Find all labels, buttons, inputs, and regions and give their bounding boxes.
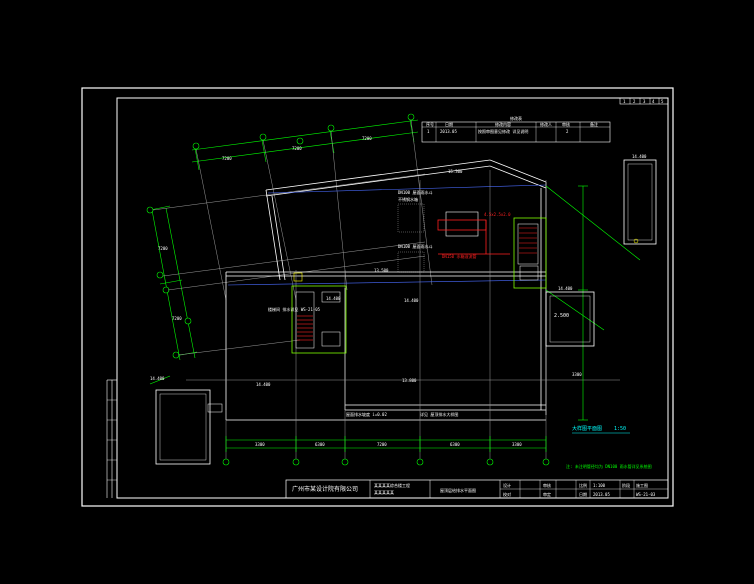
top-dim-1: 7200 bbox=[222, 156, 232, 161]
stair-core-left bbox=[291, 272, 347, 354]
revision-header-6: 备注 bbox=[590, 121, 598, 127]
stage-value: 施工图 bbox=[636, 482, 648, 488]
bottom-dim-4: 6300 bbox=[450, 442, 460, 447]
detail-room-elev: 2.500 bbox=[554, 313, 569, 319]
detail-room: 2.500 14.400 bbox=[545, 286, 595, 347]
company-name: 广州市某设计院有限公司 bbox=[292, 485, 358, 493]
tank-label-1: 不锈钢水箱 bbox=[398, 196, 418, 202]
drawing-title: 屋顶层给排水平面图 bbox=[440, 487, 476, 493]
revision-header-3: 修改内容 bbox=[495, 121, 511, 127]
roof-blue-line bbox=[267, 184, 547, 194]
detail-room-top-elev: 14.400 bbox=[558, 286, 573, 291]
left-dim-texts: 7200 7200 bbox=[158, 246, 182, 321]
elevation-marks: 15.300 14.400 13.800 13.500 14.400 14.40… bbox=[256, 169, 463, 387]
revision-cell-review: 2 bbox=[566, 129, 569, 134]
detail-title: 大样图平面图 1:50 注: 未注明管径均为 DN100 雨水管详见系统图 bbox=[566, 425, 652, 469]
elev-7: 14.400 bbox=[256, 382, 271, 387]
revision-header-2: 日期 bbox=[445, 121, 453, 127]
left-annex: 14.400 bbox=[149, 375, 223, 465]
inner-frame bbox=[116, 97, 669, 499]
detail-tall-box: 14.400 bbox=[623, 154, 657, 245]
pipe-label: DN150 水箱溢流管 bbox=[442, 253, 476, 259]
detail-title-text: 大样图平面图 bbox=[572, 425, 602, 432]
project-name: 某某某某综合楼工程 bbox=[374, 482, 410, 488]
annotation-block-1: DN100 屋面雨水斗 不锈钢水箱 bbox=[397, 189, 432, 233]
elev-3: 13.800 bbox=[402, 378, 417, 383]
sheet-index-4: 4 bbox=[652, 99, 655, 104]
bottom-dim-texts: 3300 6300 7200 6300 3300 bbox=[255, 442, 522, 447]
bottom-note-1: 屋面排水坡度 i=0.02 bbox=[346, 411, 387, 417]
right-dimension-chain bbox=[545, 185, 641, 421]
revision-table: 修改表 序号 日期 修改内容 修改人 审核 备注 1 2013.05 按照审图意… bbox=[421, 115, 611, 143]
field-check: 校对 bbox=[503, 491, 511, 497]
grid-bubbles-left bbox=[146, 206, 192, 359]
bottom-note-2: 详见 屋顶排水大样图 bbox=[420, 411, 458, 417]
roof-parapet-top bbox=[265, 159, 547, 281]
revision-cell-no: 1 bbox=[427, 129, 430, 134]
revision-cell-content: 按照审图意见修改 详见说明 bbox=[478, 128, 528, 134]
top-dimension-chain bbox=[191, 119, 419, 171]
drawing-number: WS-21-03 bbox=[636, 492, 656, 497]
field-date-label: 日期 bbox=[579, 491, 587, 497]
top-dim-2: 7200 bbox=[292, 146, 302, 151]
tank-dim-text: 4.5x2.5x2.0 bbox=[484, 212, 511, 217]
revision-header-5: 审核 bbox=[562, 121, 570, 127]
elev-2: 14.400 bbox=[404, 298, 419, 303]
sheet-index: 1 2 3 4 5 bbox=[619, 97, 669, 105]
grid-bubbles-top bbox=[192, 113, 415, 150]
date-value: 2013.05 bbox=[593, 492, 610, 497]
field-review: 审核 bbox=[543, 482, 551, 488]
skewed-grid-lines bbox=[152, 119, 433, 356]
grid-bubbles-bottom bbox=[222, 458, 550, 466]
sheet-index-1: 1 bbox=[623, 99, 626, 104]
field-approve: 审定 bbox=[543, 491, 551, 497]
bottom-dim-2: 6300 bbox=[315, 442, 325, 447]
top-dim-3: 7200 bbox=[362, 136, 372, 141]
project-sub: 某某某某某 bbox=[374, 489, 394, 495]
detail-note-text: 注: 未注明管径均为 DN100 雨水管详见系统图 bbox=[566, 463, 652, 469]
field-design: 设计 bbox=[503, 482, 511, 488]
stair-note: 楼梯间 排水详见 WS-21-05 bbox=[268, 306, 321, 312]
stair-core-right bbox=[513, 217, 547, 289]
revision-cell-date: 2013.05 bbox=[440, 129, 457, 134]
field-stage: 阶段 bbox=[622, 482, 630, 488]
right-dim-text: 3300 bbox=[572, 372, 582, 377]
revision-header-1: 序号 bbox=[426, 121, 434, 127]
revision-table-title: 修改表 bbox=[510, 115, 522, 121]
detail-tall-elev: 14.400 bbox=[632, 154, 647, 159]
elev-5: 14.400 bbox=[326, 296, 341, 301]
annex-elev: 14.400 bbox=[150, 376, 165, 381]
field-scale-label: 比例 bbox=[579, 482, 587, 488]
water-tank: 4.5x2.5x2.0 DN150 水箱溢流管 bbox=[437, 211, 511, 259]
bottom-dimension-chain bbox=[225, 436, 547, 452]
scale-value: 1:100 bbox=[593, 483, 606, 488]
title-block: 广州市某设计院有限公司 某某某某综合楼工程 某某某某某 屋顶层给排水平面图 设计… bbox=[285, 479, 669, 499]
bottom-dim-3: 7200 bbox=[377, 442, 387, 447]
elev-1: 15.300 bbox=[448, 169, 463, 174]
revision-header-4: 修改人 bbox=[540, 121, 552, 127]
elev-4: 13.500 bbox=[374, 268, 389, 273]
roof-drain-label-1: DN100 屋面雨水斗 bbox=[398, 189, 432, 195]
left-side-strip bbox=[106, 379, 117, 498]
main-building-outline bbox=[225, 182, 547, 421]
roof-drain-label-2: DN100 屋面雨水斗 bbox=[398, 243, 432, 249]
bottom-dim-5: 3300 bbox=[512, 442, 522, 447]
top-dim-texts: 7200 7200 7200 bbox=[222, 136, 372, 161]
detail-scale-text: 1:50 bbox=[614, 426, 626, 432]
annotation-block-2: DN100 屋面雨水斗 bbox=[397, 243, 432, 273]
left-dimension-chain bbox=[149, 205, 198, 361]
bottom-dim-1: 3300 bbox=[255, 442, 265, 447]
sheet-index-2: 2 bbox=[633, 99, 636, 104]
left-dim-2: 7200 bbox=[172, 316, 182, 321]
sheet-index-3: 3 bbox=[643, 99, 646, 104]
main-blue-line bbox=[227, 279, 547, 286]
outer-frame bbox=[81, 87, 674, 507]
left-dim-1: 7200 bbox=[158, 246, 168, 251]
sheet-index-5: 5 bbox=[661, 99, 664, 104]
